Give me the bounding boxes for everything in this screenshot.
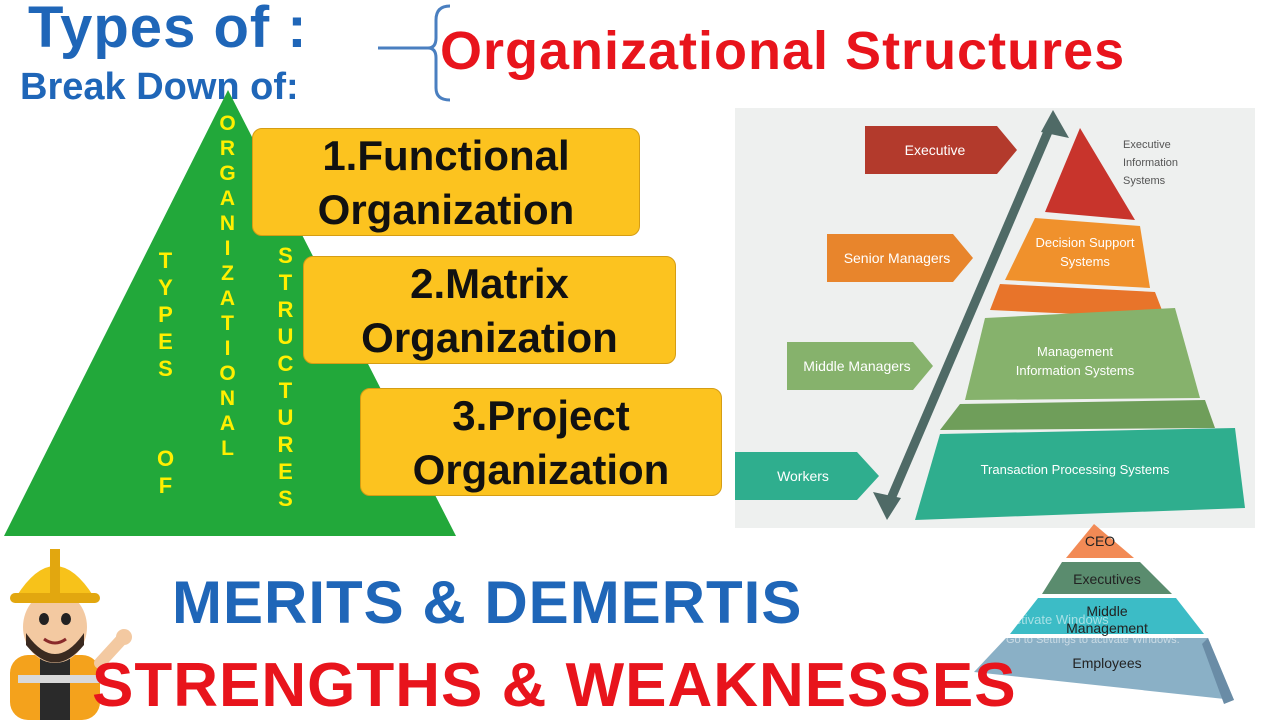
vertical-text-types: TYPES	[152, 248, 179, 383]
level-management: Management	[1066, 620, 1148, 636]
hierarchy-pyramid: CEO Executives Middle Management Employe…	[958, 522, 1238, 720]
organizational-vertical-label: ORGANIZATIONAL	[216, 112, 239, 462]
structures-vertical-label: STRUCTURES	[273, 243, 298, 513]
role-middle-managers: Middle Managers	[803, 358, 911, 374]
vertical-text-organizational: ORGANIZATIONAL	[214, 112, 241, 462]
organizational-structures-title: Organizational Structures	[440, 21, 1126, 81]
decision-support-systems-label: Decision Support Systems	[1035, 235, 1135, 269]
level-executives: Executives	[1073, 571, 1141, 587]
worker-mascot-icon	[10, 549, 132, 720]
header-types-of: Types of :	[28, 0, 308, 60]
executive-information-systems-label: Executive Information Systems	[1123, 139, 1179, 187]
role-executive: Executive	[904, 142, 966, 158]
type-box-functional: 1.Functional Organization	[252, 128, 640, 236]
types-vertical-label: TYPES	[153, 248, 178, 383]
role-senior-managers: Senior Managers	[843, 250, 951, 266]
role-workers: Workers	[777, 468, 829, 484]
information-systems-diagram: Executive Senior Managers Middle Manager…	[735, 108, 1255, 528]
level-employees: Employees	[1072, 655, 1142, 671]
of-vertical-label: OF	[153, 446, 178, 500]
transaction-processing-systems-label: Transaction Processing Systems	[980, 462, 1170, 477]
type-functional-line1: 1.Functional	[322, 132, 570, 179]
type-project-line2: Organization	[412, 446, 670, 493]
type-box-matrix: 2.Matrix Organization	[303, 256, 676, 364]
management-information-systems-label: Management Information Systems	[1015, 344, 1135, 378]
type-functional-line2: Organization	[317, 186, 575, 233]
curly-brace-icon	[378, 4, 451, 102]
hierarchy-pyramid-shapes	[974, 524, 1234, 704]
vertical-text-structures: STRUCTURES	[272, 243, 299, 513]
level-middle: Middle	[1086, 603, 1128, 619]
type-matrix-line1: 2.Matrix	[410, 260, 569, 307]
header-break-down-of: Break Down of:	[20, 66, 299, 108]
green-pyramid	[4, 90, 456, 536]
type-project-line1: 3.Project	[452, 392, 630, 439]
type-box-project: 3.Project Organization	[360, 388, 722, 496]
merits-demerits-heading: MERITS & DEMERTIS	[172, 569, 803, 636]
type-matrix-line2: Organization	[361, 314, 618, 361]
watermark-line2: Go to Settings to activate Windows.	[1006, 634, 1180, 646]
watermark-line1: Activate Windows	[1006, 612, 1109, 627]
level-ceo: CEO	[1084, 533, 1116, 549]
info-pyramid-shapes	[735, 110, 1245, 520]
vertical-text-of: OF	[152, 446, 179, 500]
strengths-weaknesses-heading: STRENGTHS & WEAKNESSES	[92, 651, 1017, 720]
